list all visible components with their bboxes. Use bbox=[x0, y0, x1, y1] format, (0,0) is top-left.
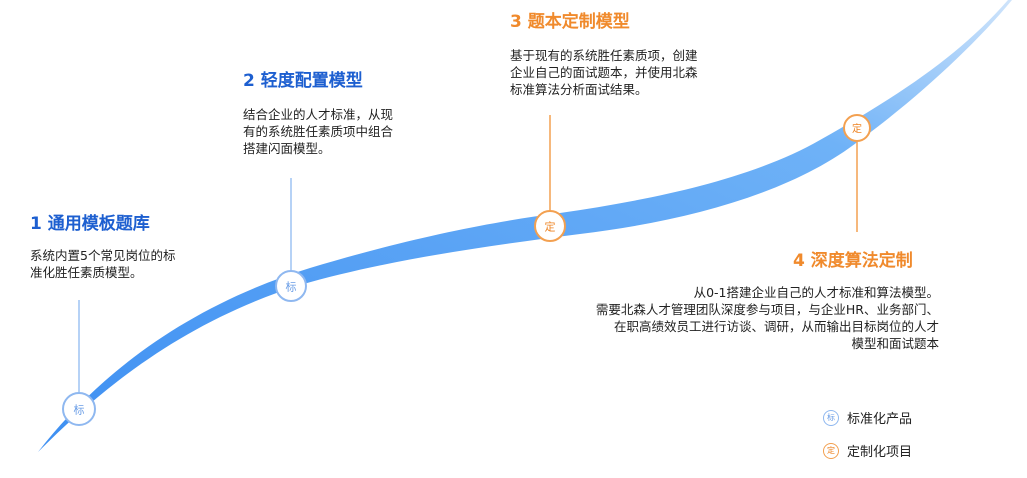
legend-item-standard: 标 标准化产品 bbox=[823, 408, 912, 427]
stage-1-description: 系统内置5个常见岗位的标 准化胜任素质模型。 bbox=[30, 248, 176, 280]
legend-custom-badge-icon: 定 bbox=[823, 442, 839, 459]
stage-4-badge: 定 bbox=[843, 114, 871, 142]
growth-curve-ribbon bbox=[38, 0, 1012, 452]
stage-2-title: 2 轻度配置模型 bbox=[243, 71, 363, 91]
stage-1-badge: 标 bbox=[62, 392, 96, 426]
legend-item-custom: 定 定制化项目 bbox=[823, 441, 912, 460]
stage-4-description: 从0-1搭建企业自己的人才标准和算法模型。 需要北森人才管理团队深度参与项目，与… bbox=[595, 285, 939, 351]
stage-3-badge: 定 bbox=[534, 210, 566, 242]
legend-standard-badge-icon: 标 bbox=[823, 409, 839, 426]
legend: 标 标准化产品 定 定制化项目 bbox=[823, 408, 912, 460]
stage-4-badge-text: 定 bbox=[852, 122, 862, 135]
legend-custom-label: 定制化项目 bbox=[847, 445, 913, 460]
stage-4-title: 4 深度算法定制 bbox=[793, 251, 913, 271]
stage-3-title: 3 题本定制模型 bbox=[510, 12, 630, 32]
stage-2-badge: 标 bbox=[275, 270, 307, 302]
stage-2-description: 结合企业的人才标准，从现 有的系统胜任素质项中组合 搭建闪面模型。 bbox=[243, 107, 394, 156]
stage-3-description: 基于现有的系统胜任素质项，创建 企业自己的面试题本，并使用北森 标准算法分析面试… bbox=[510, 48, 698, 97]
stage-3-badge-text: 定 bbox=[545, 220, 556, 234]
legend-standard-label: 标准化产品 bbox=[847, 412, 913, 427]
stage-2-badge-text: 标 bbox=[286, 280, 297, 294]
stage-1-badge-text: 标 bbox=[74, 403, 85, 417]
stage-1-title: 1 通用模板题库 bbox=[30, 214, 150, 234]
